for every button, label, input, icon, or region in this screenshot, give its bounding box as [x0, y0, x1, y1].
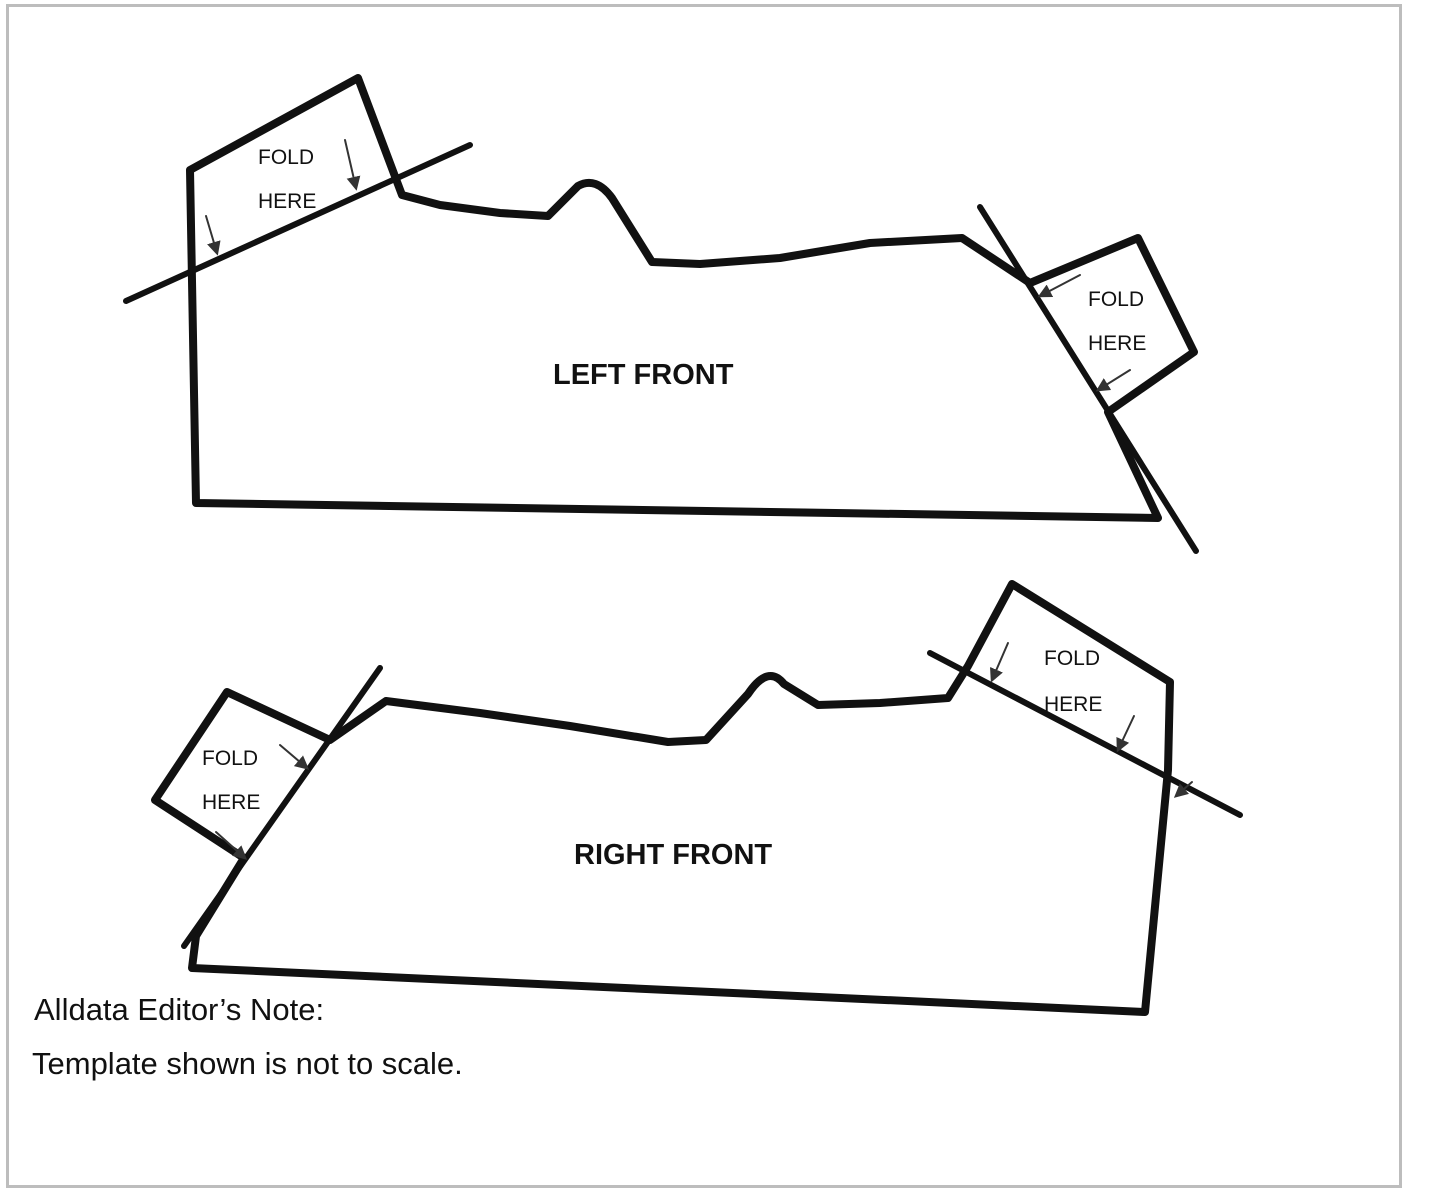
left-front-fold-arrow	[1037, 274, 1081, 298]
right-front-fold-label: FOLD	[1044, 647, 1100, 670]
right-front-fold-line-left	[181, 665, 383, 949]
right-front-fold-line-right	[927, 650, 1243, 818]
right-front-title: RIGHT FRONT	[574, 839, 772, 871]
left-front-fold-label: FOLD	[1088, 288, 1144, 311]
editor-note-text: Template shown is not to scale.	[32, 1046, 463, 1081]
left-front-here-label: HERE	[1088, 332, 1146, 355]
right-front-fold-arrow	[1173, 781, 1193, 798]
left-front-fold-arrow	[1095, 369, 1131, 392]
right-front-outline	[151, 580, 1174, 1016]
left-front-fold-label: FOLD	[258, 146, 314, 169]
left-front-template: FOLD HERE FOLD HERE LEFT FRONT	[123, 74, 1199, 554]
left-front-fold-line-right	[977, 204, 1199, 554]
left-front-fold-line-left	[123, 142, 473, 304]
left-front-title: LEFT FRONT	[553, 359, 734, 391]
left-front-fold-arrow	[344, 139, 361, 191]
right-front-fold-label: FOLD	[202, 747, 258, 770]
right-front-fold-arrow	[279, 744, 310, 770]
left-front-outline	[186, 74, 1198, 522]
right-front-fold-arrow	[215, 831, 248, 860]
right-front-fold-arrow	[990, 642, 1009, 683]
left-front-fold-arrow	[205, 215, 221, 256]
right-front-template: FOLD HERE FOLD HERE RIGHT FRONT	[151, 580, 1243, 1016]
right-front-here-label: HERE	[1044, 693, 1102, 716]
right-front-fold-arrow	[1116, 715, 1135, 753]
right-front-here-label: HERE	[202, 791, 260, 814]
left-front-here-label: HERE	[258, 190, 316, 213]
editor-note-heading: Alldata Editor’s Note:	[34, 992, 325, 1027]
